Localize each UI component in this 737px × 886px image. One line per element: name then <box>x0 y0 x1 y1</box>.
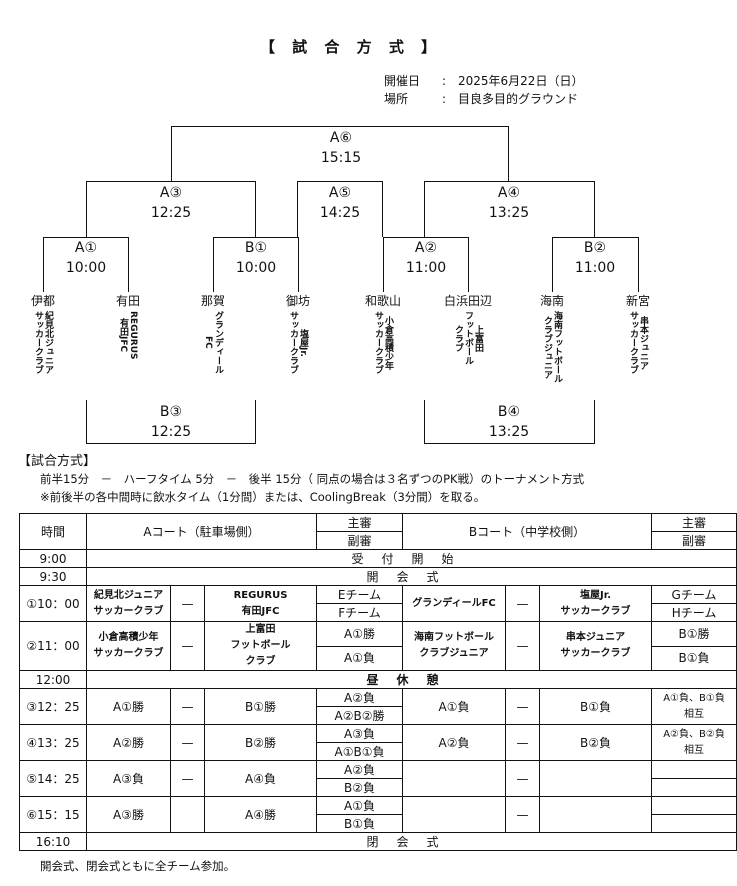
row-match-3a: ③12：25 A①勝 — B①勝 A②負 A①負 — B①負 A①負、B①負相互 <box>19 688 737 725</box>
row-match-4b: A①B①負 <box>20 742 737 761</box>
rules-line-2: ※前後半の各中間時に飲水タイム（1分間）または、CoolingBreak（3分間… <box>40 490 486 504</box>
row-match-6a: ⑥15：15 A③勝 A④勝 A①負 — <box>19 796 737 833</box>
row-match-2b: A①負 B①負 <box>20 645 737 671</box>
event-info: 開催日:2025年6月22日（日） 場所:目良多目的グラウンド <box>384 74 584 106</box>
header-row-1: 時間 Aコート（駐車場側） 主審 Bコート（中学校側） 主審 <box>19 513 737 550</box>
date-label: 開催日 <box>384 74 421 88</box>
row-900: 9:00 受付開始 <box>19 549 737 568</box>
row-match-5a: ⑤14：25 A③負 — A④負 A②負 — <box>19 760 737 797</box>
header-row-2: 副審 副審 <box>20 531 737 550</box>
team-kainan: 海南 海南フットボールクラブジュニア <box>539 294 564 383</box>
row-match-6b: B①負 <box>20 814 737 833</box>
footer-note: 開会式、閉会式ともに全チーム参加。 <box>40 859 236 873</box>
page-title: 【 試 合 方 式 】 <box>259 38 443 56</box>
row-match-1b: Fチーム Hチーム <box>20 603 737 622</box>
team-wakayama: 和歌山 小倉高積少年サッカークラブ <box>364 294 401 374</box>
row-930: 9:30 開会式 <box>19 567 737 586</box>
team-shirahama-tanabe: 白浜田辺 上富田フットボールクラブ <box>443 294 492 365</box>
row-match-4a: ④13：25 A②勝 — B②勝 A③負 A②負 — B②負 A②負、B②負相互 <box>19 724 737 761</box>
rules-line-1: 前半15分 － ハーフタイム 5分 － 後半 15分（ 同点の場合は３名ずつのP… <box>40 472 585 486</box>
row-1200: 12:00 昼休憩 <box>19 670 737 689</box>
team-shingu: 新宮 串本ジュニアサッカークラブ <box>625 294 650 374</box>
row-match-3b: A②B②勝 <box>20 706 737 725</box>
place-value: 目良多目的グラウンド <box>458 92 579 106</box>
place-label: 場所 <box>384 92 409 106</box>
row-1610: 16:10 閉会式 <box>19 832 737 851</box>
date-value: 2025年6月22日（日） <box>458 74 584 88</box>
row-match-2a: ②11：00 小倉高積少年サッカークラブ — 上富田フットボールクラブ A①勝 … <box>19 621 737 671</box>
row-match-5b: B②負 <box>20 778 737 797</box>
schedule-table: 時間 Aコート（駐車場側） 主審 Bコート（中学校側） 主審 副審 副審 9:0… <box>19 513 737 851</box>
team-gobo: 御坊 塩屋Jr.サッカークラブ <box>285 294 310 374</box>
team-ito: 伊都 紀見北ジュニアサッカークラブ <box>30 294 55 374</box>
rules-heading: 【試合方式】 <box>18 454 97 469</box>
